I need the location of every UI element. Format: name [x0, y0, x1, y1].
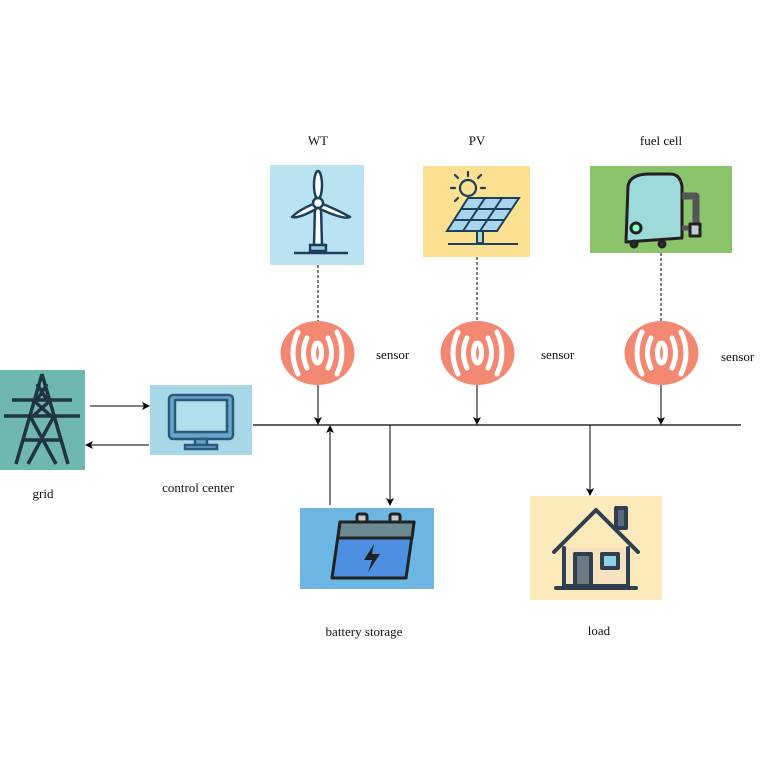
- wind-turbine-icon: [290, 169, 352, 255]
- solar-panel-icon: [445, 170, 521, 245]
- sensor-fc[interactable]: [624, 320, 699, 386]
- sensor-wt-label: sensor: [376, 347, 410, 362]
- house-icon: [552, 506, 640, 590]
- load-node[interactable]: [530, 496, 662, 600]
- battery-icon: [330, 512, 416, 580]
- control-center-node[interactable]: [150, 385, 252, 455]
- monitor-icon: [167, 393, 235, 451]
- wt-label: WT: [307, 133, 329, 148]
- fc-node[interactable]: [590, 166, 732, 253]
- grid-node[interactable]: [0, 370, 85, 470]
- battery-node[interactable]: [300, 508, 434, 589]
- fc-label: fuel cell: [639, 133, 683, 148]
- pv-label: PV: [468, 133, 486, 148]
- sensor-pv-label: sensor: [541, 347, 575, 362]
- sensor-fc-label: sensor: [721, 349, 755, 364]
- grid-label: grid: [32, 486, 54, 501]
- fuel-cell-icon: [624, 172, 702, 249]
- sensor-wt[interactable]: [280, 320, 355, 386]
- sensor-pv[interactable]: [440, 320, 515, 386]
- control-center-label: control center: [162, 480, 234, 495]
- wt-node[interactable]: [270, 165, 364, 265]
- pv-node[interactable]: [423, 166, 530, 257]
- battery-label: battery storage: [325, 624, 403, 639]
- load-label: load: [587, 623, 611, 638]
- transmission-tower-icon: [4, 373, 80, 465]
